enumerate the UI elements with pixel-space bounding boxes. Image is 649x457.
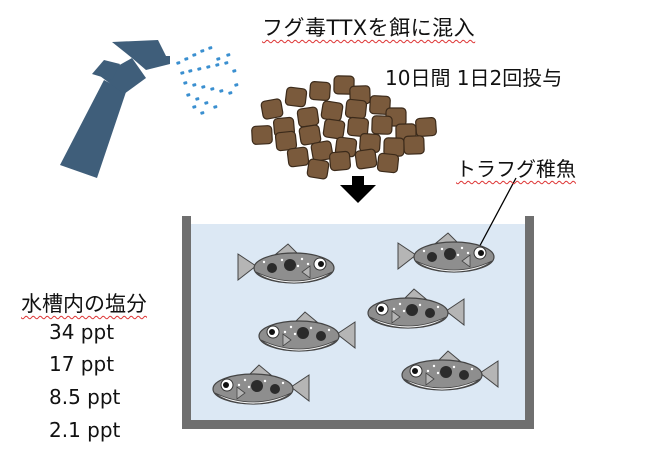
tank-bottom bbox=[182, 420, 534, 429]
pellet bbox=[310, 140, 334, 162]
pellet bbox=[322, 118, 346, 140]
pellet bbox=[274, 130, 298, 152]
fish-label-pointer bbox=[475, 177, 517, 254]
pellet bbox=[320, 100, 344, 122]
pellet bbox=[328, 150, 352, 172]
tank-right-wall bbox=[525, 216, 534, 429]
pellet bbox=[260, 98, 284, 120]
pufferfish-icon bbox=[258, 311, 356, 352]
pellet bbox=[369, 95, 391, 115]
salinity-value: 2.1 ppt bbox=[49, 418, 121, 442]
feed-pellets-icon bbox=[251, 75, 437, 180]
pufferfish-icon bbox=[237, 243, 335, 284]
down-arrow-icon bbox=[340, 176, 376, 203]
pufferfish-icon bbox=[367, 288, 465, 329]
pellet bbox=[286, 146, 310, 168]
pellet bbox=[354, 148, 378, 170]
pellet bbox=[403, 135, 425, 155]
pellet bbox=[306, 158, 330, 180]
pellet bbox=[284, 86, 308, 108]
pellet bbox=[376, 152, 400, 174]
fish-label: トラフグ稚魚 bbox=[456, 157, 576, 181]
pellet bbox=[344, 98, 368, 120]
pellet bbox=[371, 115, 393, 135]
pellet bbox=[296, 106, 320, 128]
spray-bottle-icon bbox=[60, 40, 170, 178]
spray-droplets bbox=[176, 46, 239, 115]
salinity-value: 8.5 ppt bbox=[49, 385, 121, 409]
salinity-heading: 水槽内の塩分 bbox=[21, 292, 147, 316]
pufferfish-icon bbox=[397, 232, 495, 273]
salinity-value: 17 ppt bbox=[49, 352, 115, 376]
pellet bbox=[298, 124, 322, 146]
pufferfish-icon bbox=[401, 350, 499, 391]
pellet bbox=[251, 125, 273, 145]
fish-group bbox=[212, 232, 499, 405]
pellet bbox=[309, 80, 331, 102]
schedule-label: 10日間 1日2回投与 bbox=[385, 66, 563, 90]
pellet bbox=[415, 116, 437, 138]
pellet bbox=[333, 75, 355, 95]
salinity-value: 34 ppt bbox=[49, 320, 115, 344]
pufferfish-icon bbox=[212, 364, 310, 405]
pellet bbox=[346, 116, 370, 138]
tank-left-wall bbox=[182, 216, 191, 429]
title-label: フグ毒TTXを餌に混入 bbox=[262, 16, 476, 40]
